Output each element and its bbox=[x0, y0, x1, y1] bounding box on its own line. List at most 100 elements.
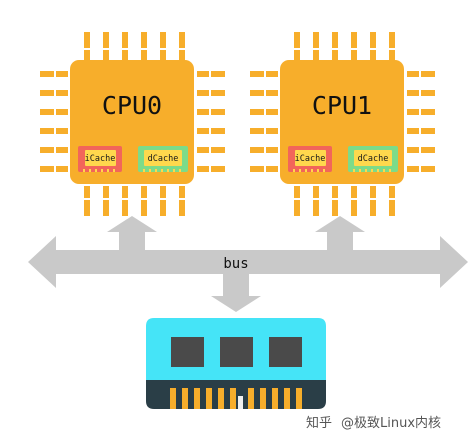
cpu-pin bbox=[294, 32, 300, 48]
cpu-pins-top bbox=[84, 32, 185, 62]
cpu-pin bbox=[332, 186, 338, 198]
cpu-pin bbox=[332, 200, 338, 216]
cpu-pin bbox=[211, 109, 225, 115]
cpu-pin bbox=[56, 147, 68, 153]
system-bus: bus bbox=[28, 216, 468, 312]
cpu-pin bbox=[56, 128, 68, 134]
icache-tooth bbox=[101, 169, 103, 172]
cpu-pin bbox=[370, 32, 376, 48]
cpu-pins-left bbox=[250, 71, 278, 172]
cpu-name: CPU0 bbox=[102, 91, 162, 120]
dcache-tooth bbox=[161, 169, 163, 172]
memory-pin bbox=[296, 388, 302, 409]
memory-pin bbox=[230, 388, 236, 409]
bus-to-memory-arrow bbox=[211, 273, 261, 312]
memory-pin bbox=[260, 388, 266, 409]
icache-tooth bbox=[317, 169, 319, 172]
cpu-pin bbox=[84, 200, 90, 216]
dcache-tooth bbox=[377, 169, 379, 172]
memory-module bbox=[146, 318, 326, 409]
cpu-pins-right bbox=[197, 71, 225, 172]
dcache-core bbox=[144, 150, 182, 166]
cpu-pin bbox=[313, 186, 319, 198]
cpu-pin bbox=[266, 166, 278, 172]
icache-teeth bbox=[293, 169, 325, 172]
cpu-pin bbox=[407, 90, 419, 96]
memory-pin bbox=[182, 388, 188, 409]
dcache-tooth bbox=[143, 169, 145, 172]
cpu-pin bbox=[250, 147, 264, 153]
icache-tooth bbox=[89, 169, 91, 172]
cpu-pin bbox=[197, 90, 209, 96]
cpu-pin bbox=[40, 166, 54, 172]
icache-tooth bbox=[311, 169, 313, 172]
cpu-pin bbox=[407, 109, 419, 115]
cpu-pin bbox=[250, 109, 264, 115]
cpu-pin bbox=[122, 32, 128, 48]
cpu-pin bbox=[266, 71, 278, 77]
dcache-tooth bbox=[179, 169, 181, 172]
icache-tooth bbox=[83, 169, 85, 172]
bus-to-cpu1-arrow bbox=[315, 216, 365, 251]
cpu-pin bbox=[421, 90, 435, 96]
icache-tooth bbox=[113, 169, 115, 172]
cpu-pin bbox=[211, 71, 225, 77]
icache-tooth bbox=[107, 169, 109, 172]
cpu-pin bbox=[250, 90, 264, 96]
cpu-pin bbox=[370, 50, 376, 62]
memory-chip bbox=[171, 337, 204, 367]
cpu-pin bbox=[389, 186, 395, 198]
cpu-pin bbox=[56, 109, 68, 115]
cpu-pin bbox=[250, 128, 264, 134]
dcache-tooth bbox=[167, 169, 169, 172]
icache-tooth bbox=[305, 169, 307, 172]
cpu-pins-bottom bbox=[294, 186, 395, 216]
cpu-pin bbox=[407, 71, 419, 77]
cpu-pin bbox=[197, 109, 209, 115]
memory-pin bbox=[284, 388, 290, 409]
dcache-label: dCache bbox=[358, 154, 389, 164]
cpu-pins-right bbox=[407, 71, 435, 172]
cpu-pin bbox=[211, 128, 225, 134]
cpu-pin bbox=[250, 71, 264, 77]
cpu-pin bbox=[389, 200, 395, 216]
icache-tooth bbox=[323, 169, 325, 172]
watermark-logo: 知乎 bbox=[306, 415, 332, 431]
icache-label: iCache bbox=[295, 154, 326, 164]
cpu-pin bbox=[103, 200, 109, 216]
cpu-pin bbox=[84, 186, 90, 198]
cpu-pin bbox=[313, 50, 319, 62]
cpu-pin bbox=[266, 90, 278, 96]
cpu-pin bbox=[370, 200, 376, 216]
memory-pin bbox=[206, 388, 212, 409]
dcache-tooth bbox=[383, 169, 385, 172]
cpu-pins-bottom bbox=[84, 186, 185, 216]
memory-pin bbox=[170, 388, 176, 409]
memory-pin bbox=[248, 388, 254, 409]
cpu-pin bbox=[84, 50, 90, 62]
cpu-pin bbox=[197, 147, 209, 153]
cpu-pin bbox=[250, 166, 264, 172]
cpu-pin bbox=[266, 128, 278, 134]
bus-to-cpu0-arrow bbox=[107, 216, 157, 251]
dcache-tooth bbox=[149, 169, 151, 172]
memory-chips bbox=[171, 337, 302, 367]
memory-chip bbox=[269, 337, 302, 367]
cpu-pin bbox=[421, 147, 435, 153]
cpu-pin bbox=[332, 50, 338, 62]
cpu-pin bbox=[56, 71, 68, 77]
cpu-pin bbox=[370, 186, 376, 198]
dcache-tooth bbox=[353, 169, 355, 172]
cpu-pin bbox=[211, 166, 225, 172]
cpu-pin bbox=[40, 147, 54, 153]
dcache-tooth bbox=[389, 169, 391, 172]
cpu-pin bbox=[421, 71, 435, 77]
icache-tooth bbox=[293, 169, 295, 172]
cpu-pin bbox=[40, 71, 54, 77]
cpu-pin bbox=[407, 166, 419, 172]
cpu-pin bbox=[141, 50, 147, 62]
dcache-teeth bbox=[353, 169, 391, 172]
cpu-pin bbox=[266, 147, 278, 153]
bus-label: bus bbox=[223, 256, 248, 272]
cpu-pin bbox=[103, 186, 109, 198]
